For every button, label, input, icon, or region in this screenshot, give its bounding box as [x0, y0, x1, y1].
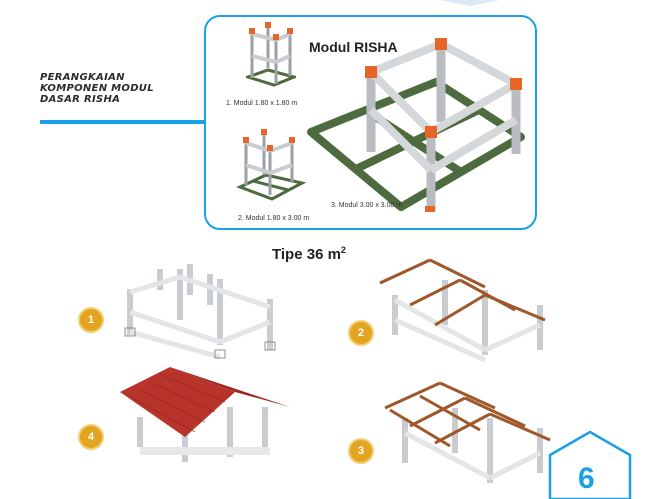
modul-panel: Modul RISHA 1. Modul 1.80 x 1.80 m 2. Mo… — [204, 15, 537, 230]
modul-2-illustration — [236, 129, 306, 201]
tipe-label: Tipe 36 m — [272, 246, 341, 263]
step-4-illustration — [120, 367, 290, 462]
modul-3-illustration — [307, 38, 525, 212]
step-badge: 2 — [348, 320, 374, 346]
step-1-illustration — [124, 264, 276, 360]
top-decoration — [440, 0, 500, 6]
step-badge: 1 — [78, 307, 104, 333]
step-badge: 3 — [348, 438, 374, 464]
page-number-frame — [548, 430, 632, 499]
page-number: 6 — [578, 462, 595, 495]
tipe-superscript: 2 — [340, 245, 346, 255]
step-badge: 4 — [78, 424, 104, 450]
modul-1-illustration — [246, 22, 296, 87]
heading-line: KOMPONEN MODUL — [40, 83, 154, 94]
modul-caption: 3. Modul 3.00 x 3.00 m — [331, 202, 403, 209]
modul-caption: 2. Modul 1.80 x 3.00 m — [238, 215, 310, 222]
heading-underline — [40, 120, 205, 124]
heading-line: DASAR RISHA — [40, 94, 121, 105]
heading-line: PERANGKAIAN — [40, 72, 125, 83]
tipe-heading: Tipe 36 m2 — [272, 245, 346, 263]
step-2-illustration — [379, 258, 546, 363]
section-heading: PERANGKAIAN KOMPONEN MODUL DASAR RISHA — [40, 72, 200, 105]
step-3-illustration — [384, 381, 551, 483]
modul-title: Modul RISHA — [309, 39, 398, 55]
modul-caption: 1. Modul 1.80 x 1.80 m — [226, 100, 298, 107]
